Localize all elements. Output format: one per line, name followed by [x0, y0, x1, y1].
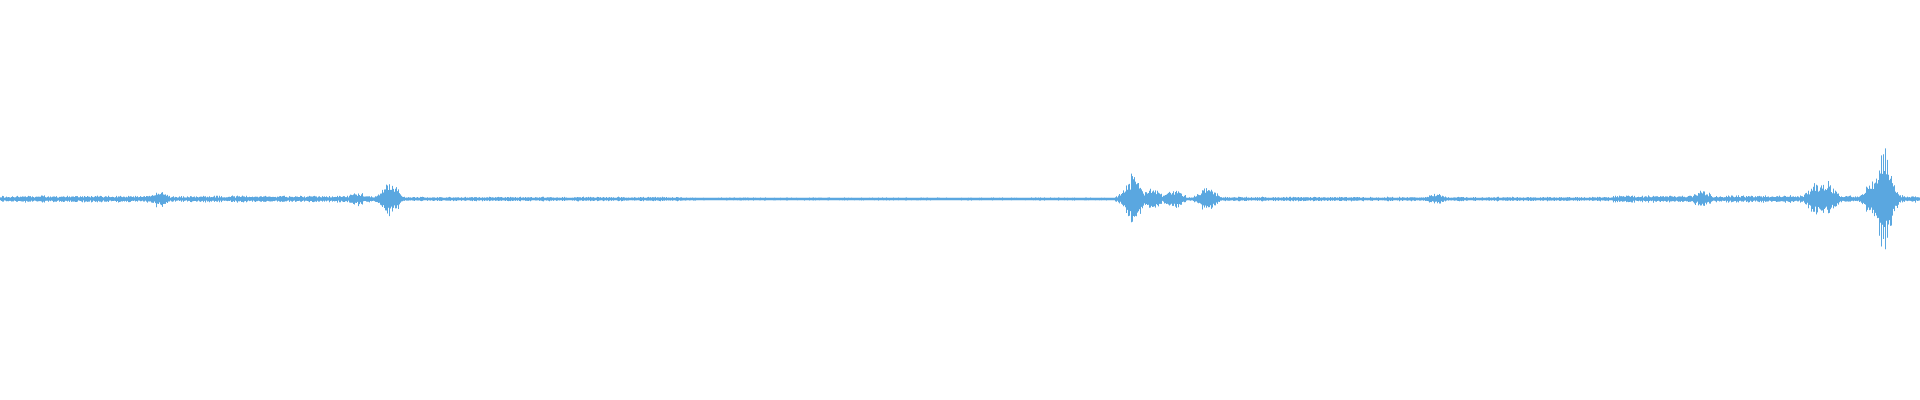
waveform-bars: [0, 148, 1920, 250]
